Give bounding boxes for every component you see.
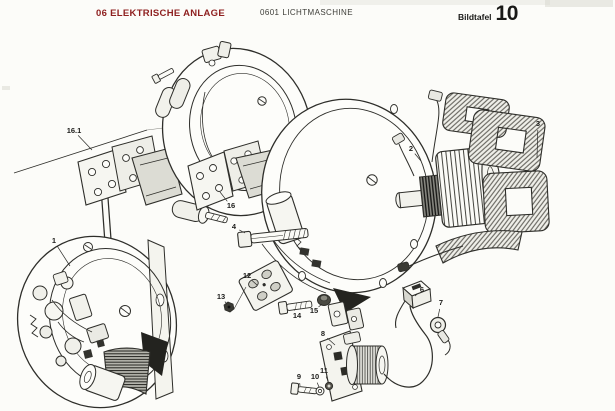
callout-leader-line: [251, 279, 258, 286]
callout-leader-line: [318, 303, 323, 308]
part-number-label: 7: [439, 298, 443, 307]
terminal-plate-drawing: [238, 260, 293, 311]
plate-word: Bildtafel: [458, 12, 492, 22]
field-coil-set-drawing: [435, 92, 550, 264]
callout-leader-line: [219, 191, 228, 202]
part-number-label: 3: [536, 119, 540, 128]
short-bolt-drawing: [277, 300, 313, 315]
callout-leader-line: [77, 135, 93, 151]
bracket-assembly-16-drawing: [187, 140, 317, 211]
callout-leader-line: [536, 129, 539, 159]
ring-terminal-drawing: [429, 316, 451, 356]
through-bolt-drawing: [237, 228, 309, 248]
part-number-label: 14: [293, 311, 302, 320]
part-number-label: 10: [311, 372, 319, 381]
plate-number: 10: [495, 2, 519, 25]
main-housing-drawing: [261, 98, 437, 331]
part-number-label: 16.1: [67, 126, 82, 135]
section-title: ELEKTRISCHE ANLAGE: [110, 8, 226, 19]
relay-bolt-drawing: [290, 382, 318, 395]
callout-leader-line: [239, 229, 246, 234]
part-number-label: 11: [320, 366, 328, 375]
part-number-label: 12: [243, 271, 251, 280]
part-number-label: 1: [52, 236, 56, 245]
callout-leader-line: [325, 376, 329, 382]
subsection-code: 0601: [260, 8, 280, 17]
callout-leader-line: [437, 308, 441, 318]
lock-washer-drawing: [324, 381, 334, 391]
connector-block-drawing: [394, 280, 432, 329]
callout-leader-line: [316, 382, 320, 388]
part-number-label: 9: [297, 372, 301, 381]
callout-leader-line: [224, 301, 228, 305]
plate-heading: Bildtafel 10: [458, 2, 518, 26]
callout-leader-line: [414, 153, 422, 162]
grommet-drawing: [317, 294, 331, 306]
scan-artifacts: [2, 0, 613, 90]
callout-leader-line: [327, 337, 336, 346]
drive-end-housing-drawing: [16, 235, 178, 409]
part-number-label: 13: [217, 292, 225, 301]
part-number-label: 15: [310, 306, 318, 315]
part-number-label: 4: [232, 222, 237, 231]
lead-wire-drawing: [397, 245, 464, 273]
callout-leader-line: [56, 245, 71, 267]
brush-gear-cluster: [29, 271, 109, 367]
callout-leader-line: [293, 308, 295, 311]
part-number-label: 6: [420, 285, 424, 294]
callout-leader-line: [414, 293, 418, 297]
part-number-label: 2: [409, 144, 413, 153]
cutout-relay-drawing: [319, 305, 433, 402]
part-number-label: 16: [227, 201, 235, 210]
washer-drawing: [315, 386, 325, 396]
terminal-nut-drawing: [223, 286, 247, 313]
section-code: 06: [96, 8, 108, 19]
subsection-title: LICHTMASCHINE: [282, 8, 353, 17]
part-number-label: 8: [321, 329, 325, 338]
